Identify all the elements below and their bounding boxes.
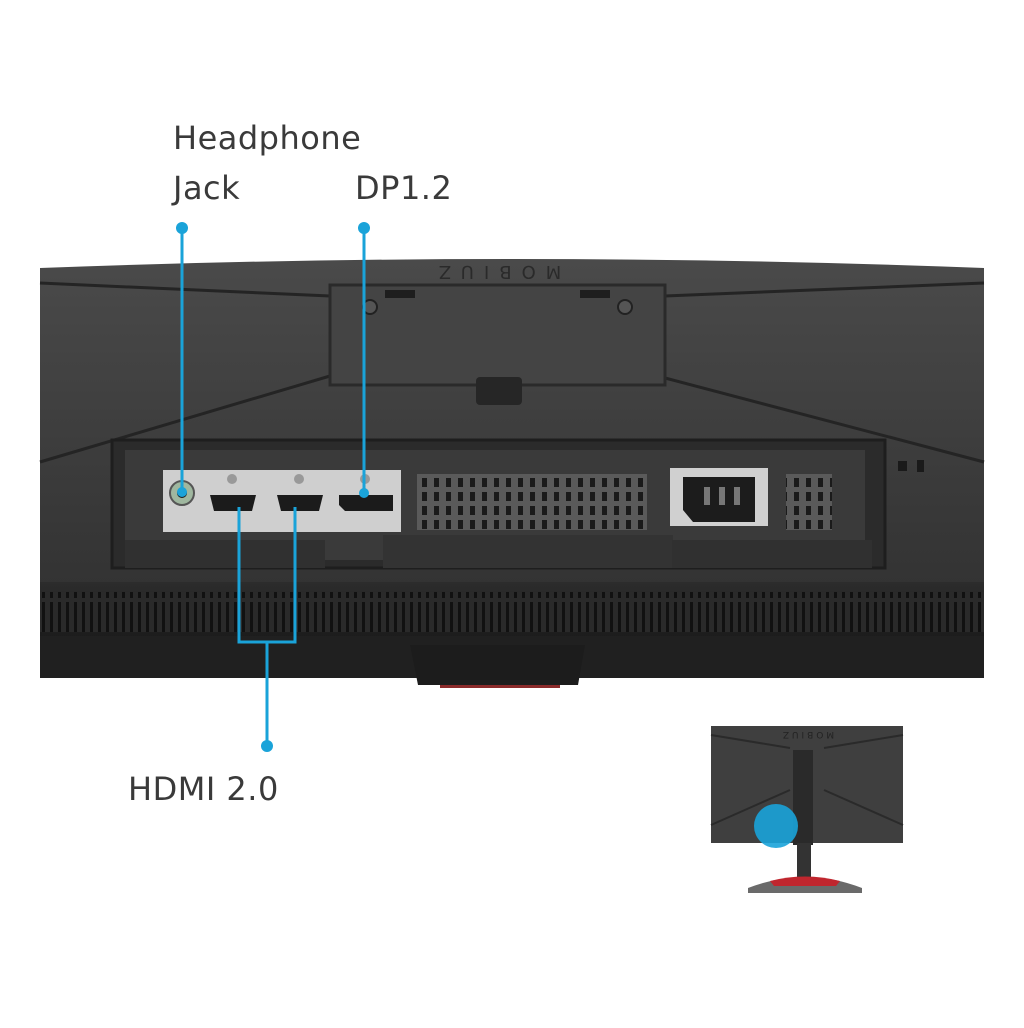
dp-target-dot bbox=[359, 488, 369, 498]
headphone-callout-dot bbox=[176, 222, 188, 234]
hdmi-port-2 bbox=[277, 474, 323, 511]
dp-callout-dot bbox=[358, 222, 370, 234]
screw-icon bbox=[617, 299, 633, 315]
monitor-bottom-edge bbox=[40, 582, 984, 688]
hdmi-port-1 bbox=[210, 474, 256, 511]
lock-icon bbox=[898, 461, 907, 471]
headphone-jack-label: Headphone bbox=[173, 119, 362, 157]
brand-text: MOBIUZ bbox=[429, 261, 562, 282]
vent-grille bbox=[417, 474, 647, 530]
inset-monitor-thumbnail: MOBIUZ bbox=[710, 726, 904, 893]
dp-label: DP1.2 bbox=[355, 169, 453, 207]
inset-brand-text: MOBIUZ bbox=[780, 729, 834, 739]
headphone-target-dot bbox=[177, 487, 187, 497]
hdmi-callout-line bbox=[237, 507, 297, 746]
hdmi-label: HDMI 2.0 bbox=[128, 770, 279, 808]
headphone-jack-label-line2: Jack bbox=[173, 169, 241, 207]
callout-lines bbox=[180, 228, 366, 746]
hdmi-callout-dot bbox=[261, 740, 273, 752]
io-panel bbox=[110, 438, 924, 570]
lock-slot-icon bbox=[917, 460, 924, 472]
power-socket bbox=[670, 468, 768, 526]
vent-grille bbox=[786, 474, 832, 530]
inset-highlight-circle bbox=[754, 804, 798, 848]
